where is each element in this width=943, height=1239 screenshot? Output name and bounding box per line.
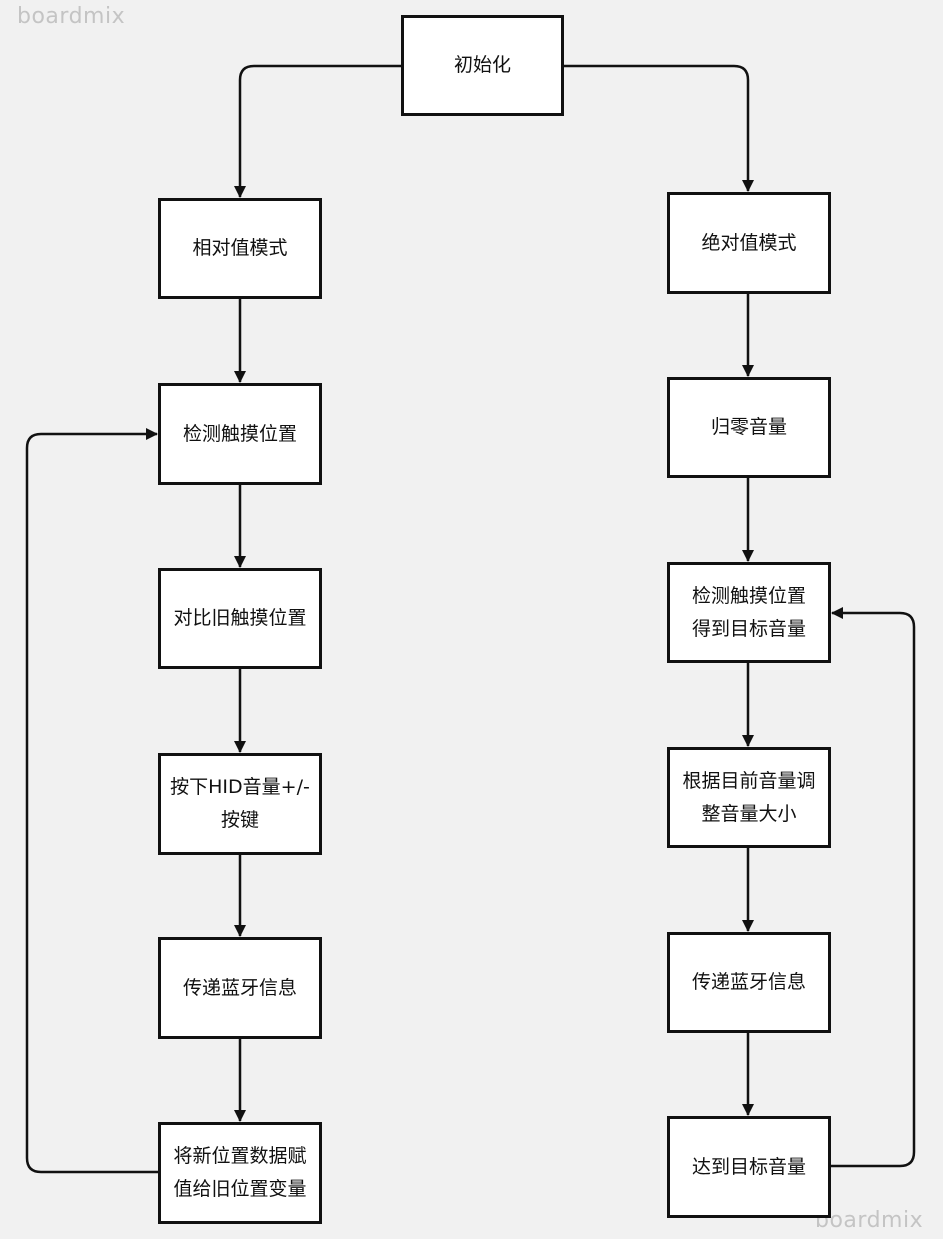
- node-adjust-volume-label: 根据目前音量调 整音量大小: [682, 769, 816, 825]
- node-left-send-bluetooth: 传递蓝牙信息: [158, 937, 322, 1039]
- node-relative-mode-label: 相对值模式: [192, 237, 288, 259]
- node-zero-volume-label: 归零音量: [710, 416, 787, 438]
- node-left-detect-touch-label: 检测触摸位置: [182, 422, 297, 445]
- node-reach-target-volume: 达到目标音量: [667, 1116, 831, 1218]
- node-right-send-bluetooth-label: 传递蓝牙信息: [691, 971, 806, 993]
- node-right-detect-touch-label: 检测触摸位置 得到目标音量: [691, 584, 806, 640]
- node-adjust-volume: 根据目前音量调 整音量大小: [667, 747, 831, 848]
- node-reach-target-volume-label: 达到目标音量: [691, 1155, 806, 1178]
- arrow-loop-reach-to-detect: [829, 607, 916, 1168]
- node-right-send-bluetooth: 传递蓝牙信息: [667, 932, 831, 1033]
- node-assign-new-position: 将新位置数据赋 值给旧位置变量: [158, 1122, 322, 1224]
- arrow-init-to-absolute: [563, 64, 754, 192]
- node-init-label: 初始化: [453, 54, 511, 76]
- node-compare-old-touch-label: 对比旧触摸位置: [173, 607, 307, 629]
- node-init: 初始化: [401, 15, 564, 116]
- node-left-detect-touch: 检测触摸位置: [158, 383, 322, 485]
- node-press-hid-key-label: 按下HID音量+/- 按键: [170, 776, 310, 831]
- node-zero-volume: 归零音量: [667, 377, 831, 478]
- node-relative-mode: 相对值模式: [158, 198, 322, 299]
- node-absolute-mode-label: 绝对值模式: [701, 231, 797, 254]
- arrow-loop-assign-to-detect: [25, 428, 159, 1174]
- node-assign-new-position-label: 将新位置数据赋 值给旧位置变量: [173, 1145, 307, 1200]
- node-compare-old-touch: 对比旧触摸位置: [158, 568, 322, 669]
- node-left-send-bluetooth-label: 传递蓝牙信息: [182, 976, 297, 999]
- watermark-top: boardmix: [17, 4, 126, 29]
- node-press-hid-key: 按下HID音量+/- 按键: [158, 753, 322, 855]
- node-absolute-mode: 绝对值模式: [667, 192, 831, 294]
- node-right-detect-touch: 检测触摸位置 得到目标音量: [667, 562, 831, 663]
- watermark-bottom: boardmix: [815, 1208, 924, 1233]
- arrow-init-to-relative: [234, 64, 402, 198]
